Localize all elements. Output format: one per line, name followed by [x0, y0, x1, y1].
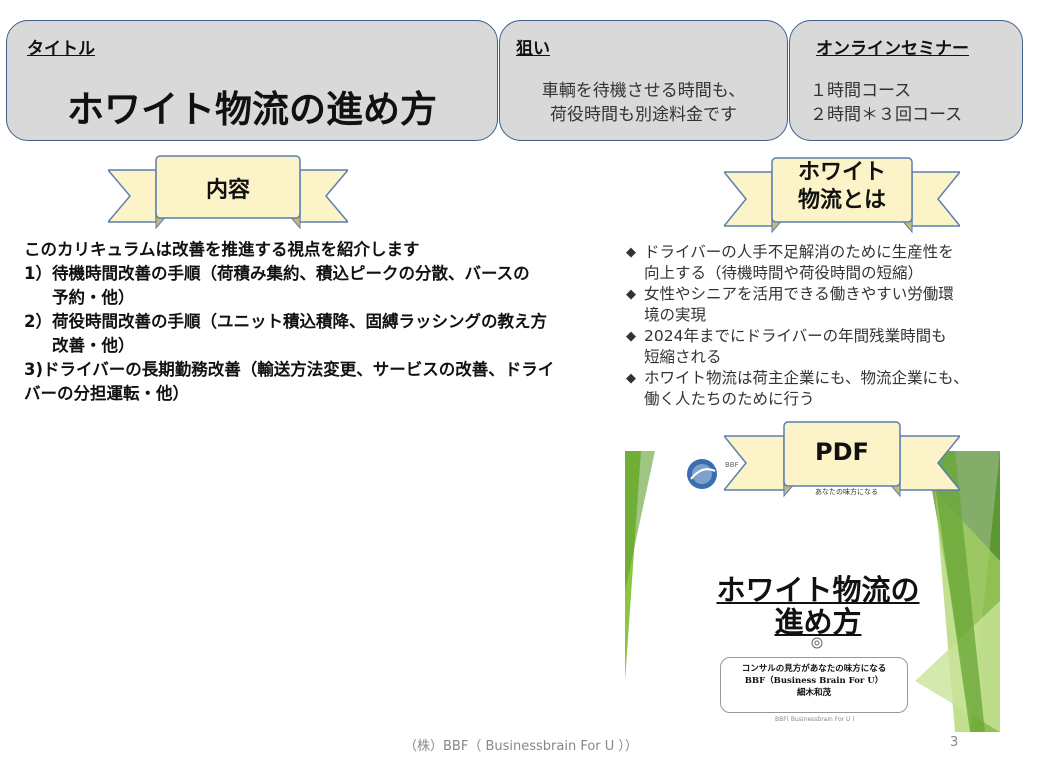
title-box: タイトル ホワイト物流の進め方: [6, 20, 498, 141]
footer-page-number: 3: [950, 735, 959, 750]
seminar-line-2: ２時間＊３回コース: [810, 105, 963, 125]
curriculum-item-2-cont: 改善・他）: [52, 336, 135, 355]
pdf-thumbnail[interactable]: BBF あなたの味方になる ホワイト物流の 進め方 コンサルの見方があなたの味方…: [625, 451, 1000, 732]
curriculum-text: このカリキュラムは改善を推進する視点を紹介します 1）待機時間改善の手順（荷積み…: [24, 238, 614, 406]
curriculum-item-3: 3)ドライバーの長期勤務改善（輸送方法変更、サービスの改善、ドライ: [24, 360, 555, 379]
seminar-line-1: １時間コース: [810, 81, 912, 101]
footer-company: （株）BBF（ Businessbrain For U ））: [404, 739, 638, 754]
curriculum-item-1: 1）待機時間改善の手順（荷積み集約、積込ピークの分散、バースの: [24, 264, 530, 283]
thumbnail-title-line-2: 進め方: [774, 605, 862, 639]
content-banner-label: 内容: [205, 178, 250, 203]
bullet-item: ◆ 2024年までにドライバーの年間残業時間も 短縮される: [626, 327, 947, 366]
thumbnail-footer: BBF( Businessbrain For U ): [775, 716, 855, 723]
swirl-icon: [811, 637, 823, 649]
curriculum-item-3-cont: バーの分担運転・他）: [24, 384, 189, 403]
pdf-banner-label: PDF: [815, 438, 869, 466]
seminar-box-label: オンラインセミナー: [816, 39, 969, 59]
curriculum-item-1-cont: 予約・他）: [52, 288, 135, 307]
bullet-item: ◆ ホワイト物流は荷主企業にも、物流企業にも、 働く人たちのために行う: [626, 369, 969, 408]
content-banner: 内容: [106, 152, 350, 234]
curriculum-item-2: 2）荷役時間改善の手順（ユニット積込積降、固縛ラッシングの教え方: [24, 312, 547, 331]
ribbon-shape: [722, 421, 962, 498]
white-logistics-banner-line-2: 物流とは: [797, 188, 886, 213]
bbf-logo-text: BBF: [725, 461, 739, 469]
title-box-label: タイトル: [27, 39, 95, 59]
ribbon-shape: [722, 157, 962, 234]
bullet-item: ◆ ドライバーの人手不足解消のために生産性を 向上する（待機時間や荷役時間の短縮…: [626, 243, 954, 282]
aim-box-label: 狙い: [516, 39, 550, 59]
diamond-bullet-icon: ◆: [626, 371, 636, 386]
aim-line-1: 車輌を待機させる時間も、: [541, 81, 746, 101]
thumbnail-tagline: あなたの味方になる: [815, 488, 878, 496]
pdf-banner: PDF: [722, 418, 962, 502]
diamond-bullet-icon: ◆: [626, 329, 636, 344]
thumbnail-background: [625, 451, 1000, 732]
diamond-bullet-icon: ◆: [626, 245, 636, 260]
white-logistics-banner-line-1: ホワイト: [797, 160, 886, 185]
aim-box: 狙い 車輌を待機させる時間も、 荷役時間も別途料金です: [499, 20, 788, 141]
ribbon-shape: [106, 155, 350, 230]
white-logistics-banner: ホワイト 物流とは: [722, 154, 962, 238]
bullet-item: ◆ 女性やシニアを活用できる働きやすい労働環 境の実現: [626, 285, 954, 324]
curriculum-intro: このカリキュラムは改善を推進する視点を紹介します: [24, 240, 420, 259]
white-logistics-bullets: ◆ ドライバーの人手不足解消のために生産性を 向上する（待機時間や荷役時間の短縮…: [626, 242, 1026, 410]
page-title: ホワイト物流の進め方: [67, 88, 437, 131]
seminar-box: オンラインセミナー １時間コース ２時間＊３回コース: [789, 20, 1023, 141]
thumbnail-author-box: コンサルの見方があなたの味方になる BBF（Business Brain For…: [720, 657, 908, 713]
thumbnail-title-line-1: ホワイト物流の: [716, 573, 920, 607]
diamond-bullet-icon: ◆: [626, 287, 636, 302]
aim-line-2: 荷役時間も別途料金です: [550, 105, 737, 125]
bbf-logo-icon: [687, 459, 717, 489]
